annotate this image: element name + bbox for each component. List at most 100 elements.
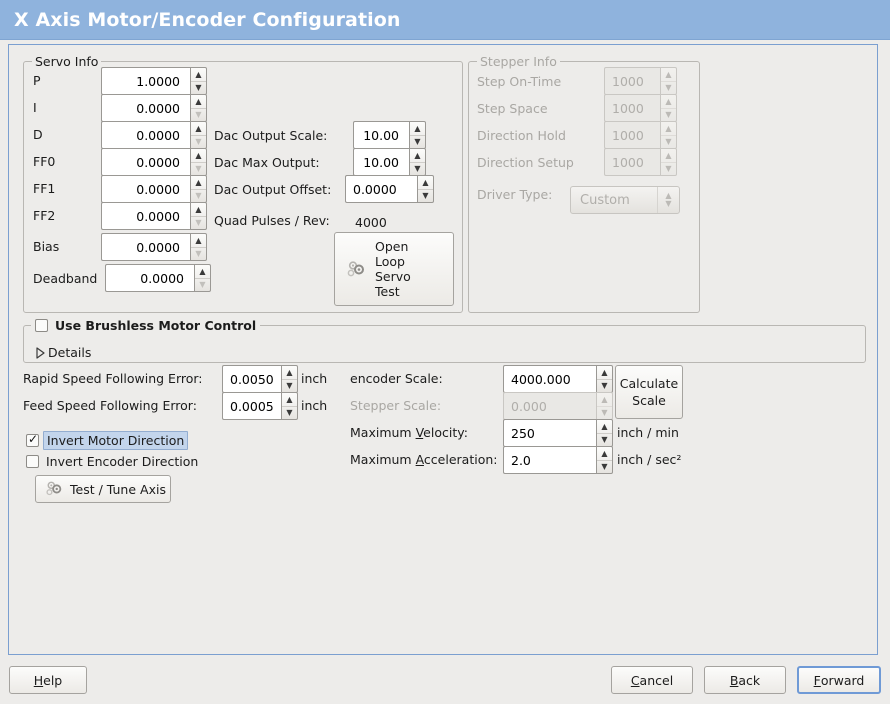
servo-spin-ff0[interactable]: 0.0000 ▲ ▼ xyxy=(101,148,207,176)
calculate-scale-button[interactable]: Calculate Scale xyxy=(615,365,683,419)
spin-down-icon[interactable]: ▼ xyxy=(191,108,206,121)
dac-max-output-spin[interactable]: 10.00 ▲ ▼ xyxy=(353,148,426,176)
spin-down-icon[interactable]: ▼ xyxy=(191,247,206,260)
spin-up-icon[interactable]: ▲ xyxy=(199,266,206,276)
rapid-following-error-buttons[interactable]: ▲ ▼ xyxy=(281,365,298,393)
check-icon: ✓ xyxy=(28,432,39,446)
servo-spin-bias-value[interactable]: 0.0000 xyxy=(101,233,190,261)
brushless-details-label: Details xyxy=(48,345,92,360)
feed-following-error-buttons[interactable]: ▲ ▼ xyxy=(281,392,298,420)
spin-down-icon[interactable]: ▼ xyxy=(282,406,297,419)
servo-spin-i-value[interactable]: 0.0000 xyxy=(101,94,190,122)
feed-following-error-spin[interactable]: 0.0005 ▲ ▼ xyxy=(222,392,298,420)
spin-down-icon[interactable]: ▼ xyxy=(410,135,425,148)
checkbox-box[interactable] xyxy=(35,319,48,332)
spin-up-icon[interactable]: ▲ xyxy=(414,150,421,160)
spin-up-icon[interactable]: ▲ xyxy=(195,123,202,133)
use-brushless-motor-control-checkbox[interactable]: Use Brushless Motor Control xyxy=(31,318,261,333)
maximum-velocity-value[interactable]: 250 xyxy=(503,419,596,447)
spin-up-icon[interactable]: ▲ xyxy=(195,150,202,160)
open-loop-servo-test-button[interactable]: Open Loop Servo Test xyxy=(334,232,454,306)
spin-down-icon[interactable]: ▼ xyxy=(191,162,206,175)
spin-up-icon[interactable]: ▲ xyxy=(195,204,202,214)
servo-spin-ff2[interactable]: 0.0000 ▲ ▼ xyxy=(101,202,207,230)
spin-up-icon[interactable]: ▲ xyxy=(195,177,202,187)
servo-spin-ff2-buttons[interactable]: ▲ ▼ xyxy=(190,202,207,230)
servo-spin-i[interactable]: 0.0000 ▲ ▼ xyxy=(101,94,207,122)
spin-up-icon[interactable]: ▲ xyxy=(601,367,608,377)
spin-down-icon[interactable]: ▼ xyxy=(418,189,433,202)
test-tune-axis-button[interactable]: Test / Tune Axis xyxy=(35,475,171,503)
maximum-acceleration-value[interactable]: 2.0 xyxy=(503,446,596,474)
invert-motor-direction-checkbox[interactable]: ✓ Invert Motor Direction xyxy=(26,431,189,450)
dac-output-offset-spin[interactable]: 0.0000 ▲ ▼ xyxy=(345,175,434,203)
feed-following-error-value[interactable]: 0.0005 xyxy=(222,392,281,420)
spin-down-icon[interactable]: ▼ xyxy=(191,216,206,229)
servo-spin-p[interactable]: 1.0000 ▲ ▼ xyxy=(101,67,207,95)
servo-spin-i-buttons[interactable]: ▲ ▼ xyxy=(190,94,207,122)
servo-spin-p-value[interactable]: 1.0000 xyxy=(101,67,190,95)
servo-spin-d-buttons[interactable]: ▲ ▼ xyxy=(190,121,207,149)
spin-down-icon[interactable]: ▼ xyxy=(191,189,206,202)
dac-output-scale-spin[interactable]: 10.00 ▲ ▼ xyxy=(353,121,426,149)
spin-up-icon[interactable]: ▲ xyxy=(422,177,429,187)
encoder-scale-buttons[interactable]: ▲ ▼ xyxy=(596,365,613,393)
spin-down-icon[interactable]: ▼ xyxy=(191,81,206,94)
servo-spin-deadband-value[interactable]: 0.0000 xyxy=(105,264,194,292)
checkbox-box[interactable] xyxy=(26,455,39,468)
spin-down-icon[interactable]: ▼ xyxy=(282,379,297,392)
servo-spin-d[interactable]: 0.0000 ▲ ▼ xyxy=(101,121,207,149)
servo-spin-deadband[interactable]: 0.0000 ▲ ▼ xyxy=(105,264,211,292)
invert-encoder-direction-checkbox[interactable]: Invert Encoder Direction xyxy=(26,454,198,469)
servo-spin-ff1-buttons[interactable]: ▲ ▼ xyxy=(190,175,207,203)
servo-spin-ff0-value[interactable]: 0.0000 xyxy=(101,148,190,176)
spin-up-icon[interactable]: ▲ xyxy=(601,448,608,458)
servo-spin-p-buttons[interactable]: ▲ ▼ xyxy=(190,67,207,95)
dac-max-output-value[interactable]: 10.00 xyxy=(353,148,409,176)
spin-up-icon[interactable]: ▲ xyxy=(414,123,421,133)
spin-down-icon[interactable]: ▼ xyxy=(410,162,425,175)
maximum-acceleration-buttons[interactable]: ▲ ▼ xyxy=(596,446,613,474)
step-on-time-buttons: ▲ ▼ xyxy=(660,67,677,95)
spin-up-icon[interactable]: ▲ xyxy=(195,96,202,106)
spin-up-icon[interactable]: ▲ xyxy=(195,69,202,79)
encoder-scale-spin[interactable]: 4000.000 ▲ ▼ xyxy=(503,365,613,393)
spin-down-icon: ▼ xyxy=(661,135,676,148)
spin-down-icon[interactable]: ▼ xyxy=(195,278,210,291)
dac-output-scale-value[interactable]: 10.00 xyxy=(353,121,409,149)
servo-spin-ff2-value[interactable]: 0.0000 xyxy=(101,202,190,230)
brushless-details-disclosure[interactable]: Details xyxy=(33,345,91,360)
spin-down-icon[interactable]: ▼ xyxy=(597,379,612,392)
servo-spin-ff1-value[interactable]: 0.0000 xyxy=(101,175,190,203)
servo-spin-bias[interactable]: 0.0000 ▲ ▼ xyxy=(101,233,207,261)
servo-spin-bias-buttons[interactable]: ▲ ▼ xyxy=(190,233,207,261)
spin-up-icon[interactable]: ▲ xyxy=(601,421,608,431)
servo-spin-ff1[interactable]: 0.0000 ▲ ▼ xyxy=(101,175,207,203)
chevron-right-icon[interactable] xyxy=(33,346,45,359)
rapid-following-error-spin[interactable]: 0.0050 ▲ ▼ xyxy=(222,365,298,393)
maximum-velocity-spin[interactable]: 250 ▲ ▼ xyxy=(503,419,613,447)
spin-up-icon[interactable]: ▲ xyxy=(286,367,293,377)
maximum-velocity-buttons[interactable]: ▲ ▼ xyxy=(596,419,613,447)
spin-up-icon[interactable]: ▲ xyxy=(195,235,202,245)
servo-spin-d-value[interactable]: 0.0000 xyxy=(101,121,190,149)
spin-down-icon[interactable]: ▼ xyxy=(191,135,206,148)
spin-down-icon[interactable]: ▼ xyxy=(597,460,612,473)
dac-output-scale-buttons[interactable]: ▲ ▼ xyxy=(409,121,426,149)
dac-output-offset-buttons[interactable]: ▲ ▼ xyxy=(417,175,434,203)
servo-label-i: I xyxy=(33,100,37,115)
rapid-following-error-value[interactable]: 0.0050 xyxy=(222,365,281,393)
spin-down-icon[interactable]: ▼ xyxy=(597,433,612,446)
spin-up-icon[interactable]: ▲ xyxy=(286,394,293,404)
checkbox-box[interactable]: ✓ xyxy=(26,432,39,447)
servo-spin-deadband-buttons[interactable]: ▲ ▼ xyxy=(194,264,211,292)
dac-output-offset-value[interactable]: 0.0000 xyxy=(345,175,417,203)
maximum-acceleration-spin[interactable]: 2.0 ▲ ▼ xyxy=(503,446,613,474)
encoder-scale-value[interactable]: 4000.000 xyxy=(503,365,596,393)
servo-spin-ff0-buttons[interactable]: ▲ ▼ xyxy=(190,148,207,176)
dac-max-output-buttons[interactable]: ▲ ▼ xyxy=(409,148,426,176)
